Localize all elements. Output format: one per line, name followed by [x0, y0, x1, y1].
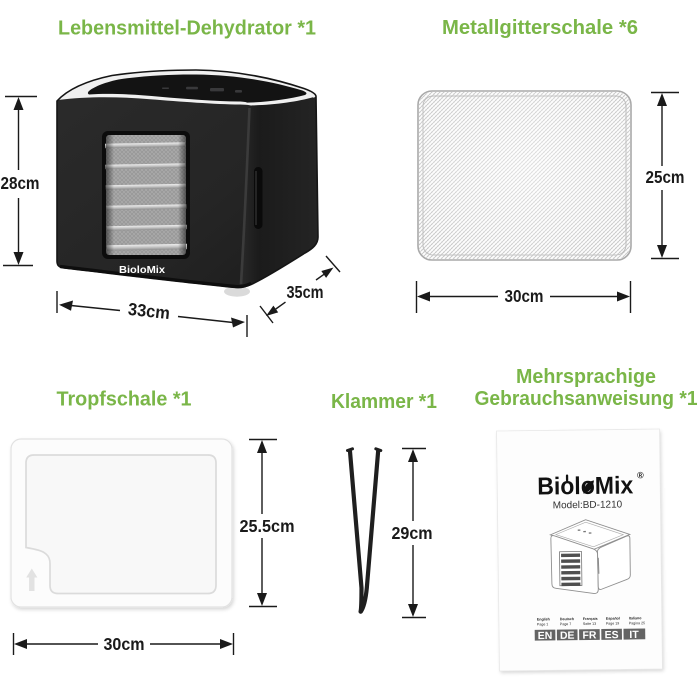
svg-text:33cm: 33cm: [127, 299, 171, 323]
svg-text:Gebrauchsanweisung *1: Gebrauchsanweisung *1: [475, 387, 698, 410]
svg-text:25cm: 25cm: [646, 167, 685, 187]
svg-text:Page 7: Page 7: [560, 622, 571, 626]
svg-text:30cm: 30cm: [104, 634, 145, 654]
svg-text:Español: Español: [606, 617, 620, 621]
svg-text:25.5cm: 25.5cm: [240, 516, 295, 536]
svg-text:Metallgitterschale *6: Metallgitterschale *6: [442, 16, 638, 39]
svg-text:EN: EN: [538, 630, 553, 642]
svg-text:Pagina 25: Pagina 25: [629, 621, 645, 625]
svg-text:Tropfschale *1: Tropfschale *1: [57, 388, 192, 411]
svg-text:Italiano: Italiano: [629, 616, 642, 620]
svg-text:Lebensmittel-Dehydrator *1: Lebensmittel-Dehydrator *1: [58, 17, 316, 40]
svg-text:Français: Français: [583, 617, 598, 621]
svg-text:DE: DE: [560, 630, 575, 642]
svg-text:35cm: 35cm: [287, 282, 324, 302]
svg-text:ES: ES: [605, 629, 619, 641]
svg-text:®: ®: [637, 470, 644, 480]
svg-text:IT: IT: [629, 629, 639, 641]
svg-text:Seite 13: Seite 13: [583, 622, 596, 626]
svg-text:Klammer *1: Klammer *1: [331, 390, 437, 413]
svg-text:30cm: 30cm: [505, 286, 544, 306]
svg-text:Mehrsprachige: Mehrsprachige: [516, 365, 656, 388]
svg-text:FR: FR: [582, 629, 597, 641]
svg-text:Model:BD-1210: Model:BD-1210: [553, 499, 623, 511]
svg-text:29cm: 29cm: [392, 523, 433, 543]
svg-text:Page 1: Page 1: [537, 622, 548, 626]
svg-text:English: English: [537, 617, 550, 621]
svg-text:28cm: 28cm: [1, 173, 40, 193]
svg-text:Page 19: Page 19: [606, 622, 619, 626]
svg-text:Deutsch: Deutsch: [560, 617, 574, 621]
svg-text:BioloMix: BioloMix: [119, 265, 165, 276]
